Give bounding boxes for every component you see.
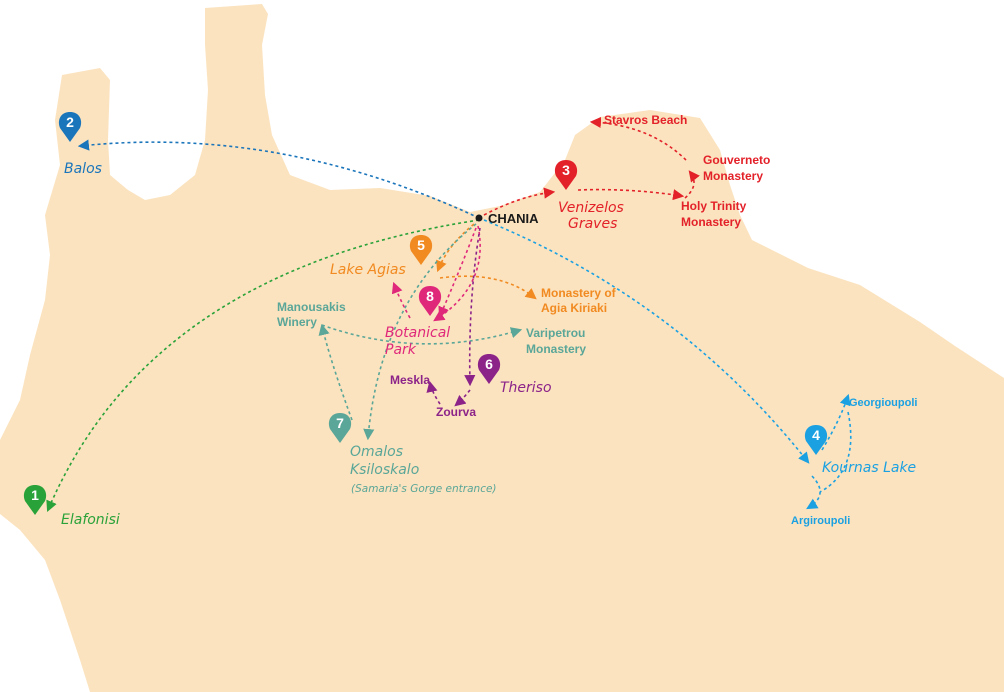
route-manousakis bbox=[318, 323, 353, 421]
route-venizelos bbox=[483, 187, 556, 216]
route-zourva bbox=[454, 389, 471, 407]
label-samaria-note: (Samaria's Gorge entrance) bbox=[351, 483, 497, 495]
route-gouverneto-stavros bbox=[589, 116, 687, 161]
place-gouverneto: Gouverneto bbox=[703, 153, 770, 167]
place-holy-trinity: Holy Trinity bbox=[681, 199, 747, 213]
pin-7-number: 7 bbox=[336, 415, 344, 431]
land-west-crete bbox=[0, 4, 1004, 692]
place-agia-kiriaki: Monastery of bbox=[541, 286, 617, 300]
place-manousakis: Manousakis bbox=[277, 300, 346, 314]
pin-1-number: 1 bbox=[31, 487, 39, 503]
chania-dot bbox=[475, 214, 483, 222]
route-holy-gouverneto bbox=[684, 170, 700, 199]
place-holy-trinity-2: Monastery bbox=[681, 215, 741, 229]
pin-5[interactable]: 5 bbox=[409, 235, 433, 265]
label-theriso: Theriso bbox=[500, 380, 552, 396]
label-lake-agias: Lake Agias bbox=[330, 262, 406, 278]
label-kournas: Kournas Lake bbox=[822, 460, 916, 476]
place-varipetrou: Varipetrou bbox=[526, 326, 585, 340]
pin-8[interactable]: 8 bbox=[418, 286, 442, 316]
label-balos: Balos bbox=[64, 161, 102, 177]
pin-8-number: 8 bbox=[426, 288, 434, 304]
label-botanical: Botanical bbox=[385, 325, 450, 341]
route-botanical-lake bbox=[391, 281, 411, 319]
pin-4-number: 4 bbox=[812, 427, 820, 443]
route-agia-kiriaki bbox=[439, 275, 537, 300]
label-park: Park bbox=[385, 342, 417, 358]
route-argiroupoli-back bbox=[819, 411, 852, 493]
route-meskla bbox=[426, 380, 441, 405]
pin-2-number: 2 bbox=[66, 114, 74, 130]
place-stavros-beach: Stavros Beach bbox=[604, 113, 687, 127]
place-manousakis-2: Winery bbox=[277, 315, 317, 329]
pin-6-number: 6 bbox=[485, 356, 493, 372]
pin-3[interactable]: 3 bbox=[554, 160, 578, 190]
route-kournas bbox=[483, 219, 810, 464]
place-agia-kiriaki-2: Agia Kiriaki bbox=[541, 301, 607, 315]
route-varipetrou bbox=[321, 324, 523, 345]
route-georgioupoli bbox=[821, 393, 851, 451]
label-venizelos: Venizelos bbox=[558, 200, 624, 216]
place-argiroupoli: Argiroupoli bbox=[791, 515, 850, 527]
pin-7[interactable]: 7 bbox=[328, 413, 352, 443]
pin-5-number: 5 bbox=[417, 237, 425, 253]
route-botanical-2 bbox=[438, 227, 477, 319]
pin-2[interactable]: 2 bbox=[58, 112, 82, 142]
pin-1[interactable]: 1 bbox=[23, 485, 47, 515]
place-varipetrou-2: Monastery bbox=[526, 342, 586, 356]
pin-4[interactable]: 4 bbox=[804, 425, 828, 455]
place-gouverneto-2: Monastery bbox=[703, 169, 763, 183]
place-meskla: Meskla bbox=[390, 373, 430, 387]
label-elafonisi: Elafonisi bbox=[61, 512, 120, 528]
pin-6[interactable]: 6 bbox=[477, 354, 501, 384]
route-omalos bbox=[363, 223, 477, 441]
label-ksiloskalo: Ksiloskalo bbox=[350, 462, 419, 478]
label-omalos: Omalos bbox=[350, 444, 403, 460]
routes bbox=[46, 116, 852, 513]
pin-3-number: 3 bbox=[562, 162, 570, 178]
place-georgioupoli: Georgioupoli bbox=[849, 397, 917, 409]
chania-label: CHANIA bbox=[488, 211, 539, 226]
label-graves: Graves bbox=[568, 216, 617, 232]
place-zourva: Zourva bbox=[436, 405, 476, 419]
route-argiroupoli bbox=[806, 475, 821, 510]
route-balos bbox=[77, 139, 480, 219]
